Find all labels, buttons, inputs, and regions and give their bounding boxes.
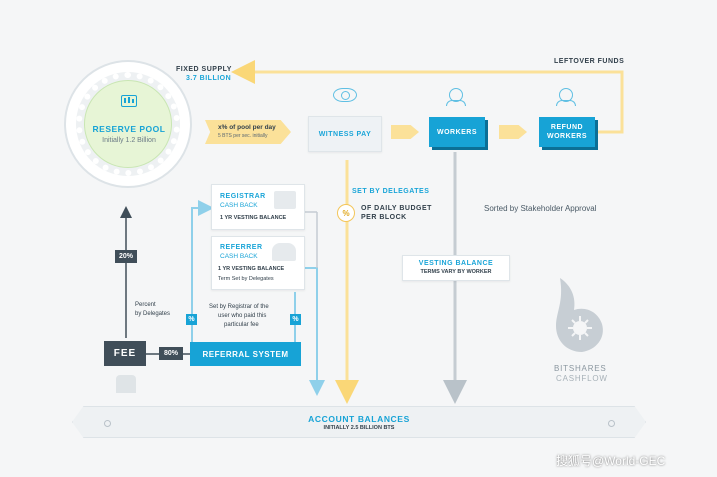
referrer-card: REFERRER CASH BACK 1 YR VESTING BALANCE … xyxy=(211,236,305,290)
account-balances-bar xyxy=(72,406,646,438)
set-by-registrar-line3: particular fee xyxy=(224,322,259,328)
pool-per-day-line2: 5 BTS per sec. initially xyxy=(218,133,268,139)
sorted-by-label: Sorted by Stakeholder Approval xyxy=(484,204,597,213)
registrar-subtitle: CASH BACK xyxy=(220,202,258,209)
fixed-supply-amount: 3.7 BILLION xyxy=(186,75,232,82)
refund-workers-box: REFUND WORKERS xyxy=(539,117,595,147)
balances-dot-right xyxy=(608,420,615,427)
witness-pay-label: WITNESS PAY xyxy=(318,130,372,138)
referral-percent-right: % xyxy=(290,314,301,325)
reserve-pool-title: RESERVE POOL xyxy=(92,124,166,134)
workers-label: WORKERS xyxy=(436,128,478,136)
monitor-icon xyxy=(121,95,137,107)
vesting-balance-title: VESTING BALANCE xyxy=(418,260,494,267)
worker-icon xyxy=(449,88,463,102)
reserve-pool: RESERVE POOL Initially 1.2 Billion xyxy=(84,80,172,168)
pool-per-day-arrow xyxy=(205,120,291,144)
registrar-note: 1 YR VESTING BALANCE xyxy=(220,215,287,221)
account-balances-title: ACCOUNT BALANCES xyxy=(308,414,410,424)
refund-workers-line2: WORKERS xyxy=(546,133,588,140)
refund-worker-icon xyxy=(559,88,573,102)
percent-by-delegates-line1: Percent xyxy=(135,302,156,308)
percent-circle-icon: % xyxy=(337,204,355,222)
workers-to-refund-arrow xyxy=(499,125,527,139)
witness-to-workers-arrow xyxy=(391,125,419,139)
brand-line1: BITSHARES xyxy=(554,364,607,373)
refund-worker-icon-body xyxy=(556,100,576,106)
daily-budget-line1: OF DAILY BUDGET xyxy=(361,205,432,212)
watermark-text: 搜狐号@World-GEC xyxy=(556,454,666,468)
referrer-subtitle: CASH BACK xyxy=(220,253,258,260)
registrar-title: REGISTRAR xyxy=(220,193,266,200)
worker-icon-body xyxy=(446,100,466,106)
set-by-registrar-line1: Set by Registrar of the xyxy=(209,304,269,310)
workers-box: WORKERS xyxy=(429,117,485,147)
percent-by-delegates-line2: by Delegates xyxy=(135,311,171,317)
daily-budget-line2: PER BLOCK xyxy=(361,214,407,221)
eye-icon xyxy=(333,88,357,102)
percent-symbol: % xyxy=(342,208,350,218)
account-balances-subtitle: INITIALLY 2.5 BILLION BTS xyxy=(323,425,395,431)
fee-base-icon xyxy=(116,375,136,393)
leftover-funds-label: LEFTOVER FUNDS xyxy=(554,58,625,65)
reserve-pool-subtitle: Initially 1.2 Billion xyxy=(102,137,156,144)
set-by-registrar-line2: user who paid this xyxy=(218,313,267,319)
set-by-delegates-label: SET BY DELEGATES xyxy=(352,188,430,195)
referral-to-registrar-line xyxy=(191,200,214,342)
witness-pay-box: WITNESS PAY xyxy=(308,116,382,152)
pool-per-day-line1: x% of pool per day xyxy=(218,124,276,131)
referrer-title: REFERRER xyxy=(220,244,263,251)
referrer-note2: Term Set by Delegates xyxy=(218,276,274,282)
referral-system-label: REFERRAL SYSTEM xyxy=(202,349,289,359)
bitshares-logo-icon xyxy=(556,278,603,352)
registrar-card: REGISTRAR CASH BACK 1 YR VESTING BALANCE xyxy=(211,184,305,230)
twenty-percent-tag: 20% xyxy=(115,250,137,263)
fixed-supply-title: FIXED SUPPLY xyxy=(176,66,232,73)
leftover-funds-line xyxy=(231,60,624,134)
eighty-percent-tag: 80% xyxy=(159,347,183,360)
people-icon xyxy=(272,243,296,261)
refund-workers-line1: REFUND xyxy=(550,124,584,131)
fee-label: FEE xyxy=(113,348,137,359)
vesting-balance-subtitle: TERMS VARY BY WORKER xyxy=(420,269,492,275)
referral-system-box: REFERRAL SYSTEM xyxy=(190,342,301,366)
balances-dot-left xyxy=(104,420,111,427)
fee-box: FEE xyxy=(104,341,146,366)
brand-line2: CASHFLOW xyxy=(556,374,608,383)
vesting-balance-box: VESTING BALANCE TERMS VARY BY WORKER xyxy=(402,255,510,281)
registrar-icon xyxy=(274,191,296,209)
referrer-note: 1 YR VESTING BALANCE xyxy=(218,266,285,272)
cashback-to-balances-line xyxy=(303,267,325,396)
referral-percent-left: % xyxy=(186,314,197,325)
